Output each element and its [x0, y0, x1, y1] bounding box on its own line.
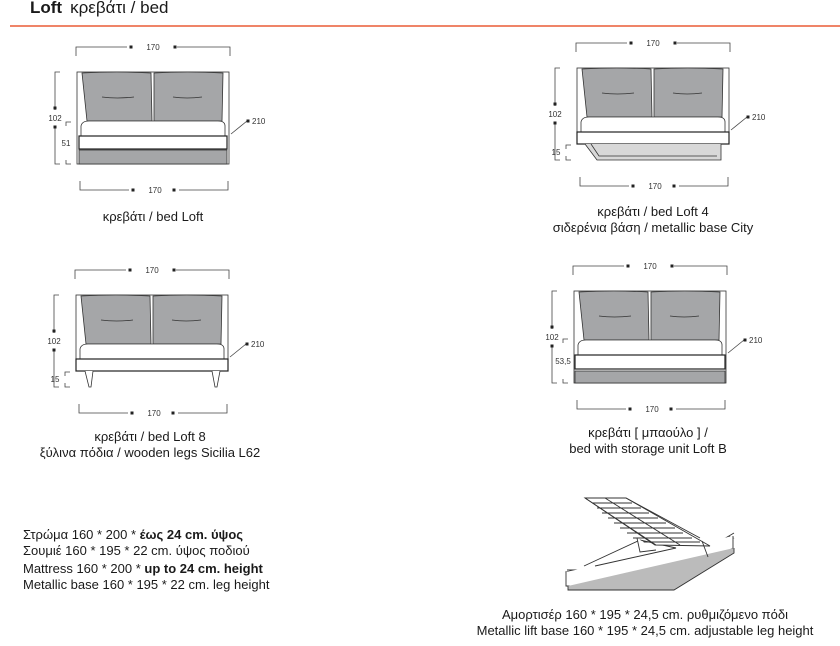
- width-bottom-label: 170: [645, 405, 659, 414]
- bed-drawing-storage: 170 170 102 53,5 210: [545, 262, 763, 414]
- caption-line: Αμορτισέρ 160 * 195 * 24,5 cm. ρυθμιζόμε…: [501, 607, 789, 622]
- height-label: 102: [47, 337, 61, 346]
- caption-line: κρεβάτι / bed Loft 4: [597, 204, 709, 219]
- height-label: 102: [48, 114, 62, 123]
- spec-bold: έως 24 cm. ύψος: [139, 527, 244, 542]
- caption-loft-b: κρεβάτι [ μπαούλο ] / bed with storage u…: [569, 425, 727, 457]
- caption-line: σιδερένια βάση / metallic base City: [552, 220, 754, 235]
- caption-line: κρεβάτι / bed Loft: [102, 209, 204, 224]
- width-bottom-label: 170: [148, 186, 162, 195]
- height-label: 102: [545, 333, 559, 342]
- caption-line: bed with storage unit Loft B: [569, 441, 727, 456]
- lift-base-drawing: [564, 497, 735, 591]
- depth-label: 210: [749, 336, 763, 345]
- caption-line: Metallic lift base 160 * 195 * 24,5 cm. …: [476, 623, 814, 638]
- sub-height-label: 51: [62, 139, 71, 148]
- width-bottom-label: 170: [147, 409, 161, 418]
- product-subtitle: κρεβάτι / bed: [70, 0, 169, 17]
- spec-bold: up to 24 cm. height: [144, 561, 263, 576]
- sub-height-label: 15: [51, 375, 60, 384]
- caption-line: ξύλινα πόδια / wooden legs Sicilia L62: [39, 445, 261, 460]
- page-title: Loft κρεβάτι / bed: [30, 0, 168, 18]
- width-top-label: 170: [646, 39, 660, 48]
- spec-base-en: Metallic base 160 * 195 * 22 cm. leg hei…: [23, 576, 270, 592]
- product-name: Loft: [30, 0, 63, 17]
- bed-drawing-standard: 170 170 102 51 210: [48, 43, 266, 195]
- bed-drawing-metal: 170 170 102 15 210: [548, 39, 766, 191]
- spec-base-gr: Σουμιέ 160 * 195 * 22 cm. ύψος ποδιού: [23, 542, 250, 558]
- spec-mattress-gr: Στρώμα 160 * 200 * έως 24 cm. ύψος: [23, 527, 269, 543]
- width-bottom-label: 170: [648, 182, 662, 191]
- height-label: 102: [548, 110, 562, 119]
- spec-text: Mattress 160 * 200 *: [23, 561, 145, 576]
- caption-line: κρεβάτι [ μπαούλο ] /: [588, 425, 708, 440]
- caption-loft-8: κρεβάτι / bed Loft 8 ξύλινα πόδια / wood…: [40, 429, 261, 461]
- width-top-label: 170: [643, 262, 657, 271]
- caption-loft-4: κρεβάτι / bed Loft 4 σιδερένια βάση / me…: [553, 204, 754, 236]
- width-top-label: 170: [146, 43, 160, 52]
- caption-lift-base: Αμορτισέρ 160 * 195 * 24,5 cm. ρυθμιζόμε…: [477, 607, 814, 639]
- sub-height-label: 15: [552, 148, 561, 157]
- sub-height-label: 53,5: [555, 357, 571, 366]
- bed-drawing-legs: 170 170 102 15 210: [47, 266, 265, 418]
- spec-text: Στρώμα 160 * 200 *: [23, 527, 140, 542]
- spec-mattress-en: Mattress 160 * 200 * up to 24 cm. height: [23, 561, 269, 577]
- caption-line: κρεβάτι / bed Loft 8: [94, 429, 206, 444]
- depth-label: 210: [252, 117, 266, 126]
- specifications: Στρώμα 160 * 200 * έως 24 cm. ύψος Σουμι…: [23, 527, 269, 592]
- depth-label: 210: [251, 340, 265, 349]
- width-top-label: 170: [145, 266, 159, 275]
- caption-loft: κρεβάτι / bed Loft: [103, 209, 204, 225]
- header-divider: [10, 25, 840, 27]
- depth-label: 210: [752, 113, 766, 122]
